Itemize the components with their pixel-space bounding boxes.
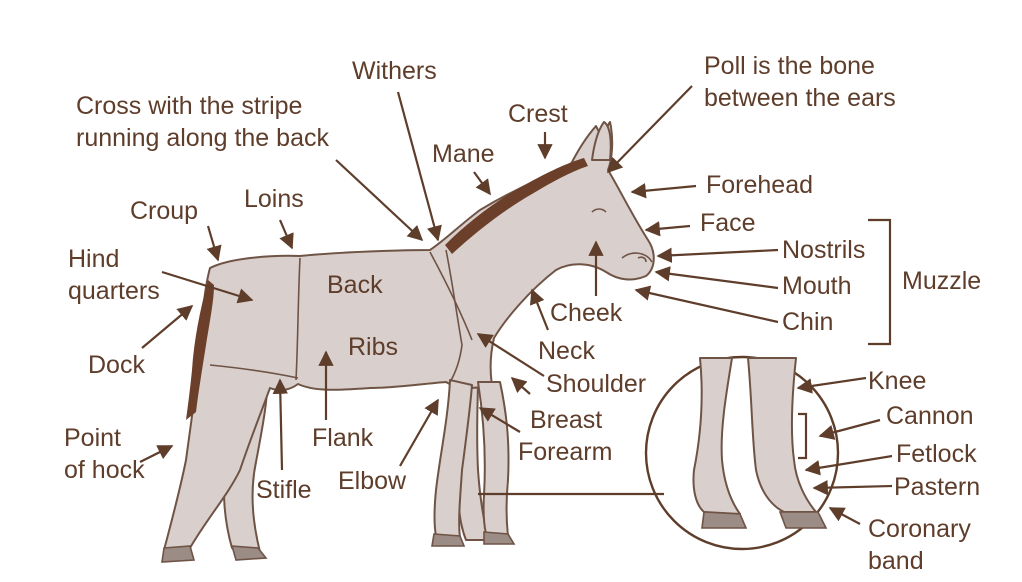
- label-cheek: Cheek: [550, 299, 623, 327]
- label-chin: Chin: [782, 308, 833, 336]
- knee-line: [796, 376, 867, 394]
- label-forehead: Forehead: [706, 171, 813, 199]
- elbow-line: [399, 398, 439, 467]
- nostril: [637, 256, 647, 263]
- inset-hoof-left: [701, 511, 748, 529]
- label-coronary-line2: band: [868, 547, 924, 575]
- label-back: Back: [327, 271, 383, 299]
- chin-line: [634, 285, 779, 324]
- breast-line: [510, 376, 531, 395]
- label-flank: Flank: [312, 424, 374, 452]
- leg-inset: [478, 355, 840, 551]
- hoof-2: [230, 545, 268, 561]
- label-poll-line1: Poll is the bone: [704, 52, 875, 80]
- label-withers: Withers: [352, 57, 437, 85]
- muzzle-line: [621, 252, 653, 263]
- poll-line: [606, 85, 693, 174]
- label-muzzle: Muzzle: [902, 267, 981, 295]
- neck-line: [529, 288, 550, 331]
- nostrils-line: [656, 247, 779, 263]
- stripe: [445, 249, 463, 383]
- label-neck: Neck: [538, 337, 595, 365]
- label-elbow: Elbow: [338, 467, 407, 495]
- shoulder-seam: [429, 251, 473, 341]
- cannon-bracket: [798, 412, 808, 460]
- stifle-line: [272, 378, 289, 471]
- label-crest: Crest: [508, 100, 568, 128]
- label-pastern: Pastern: [894, 473, 980, 501]
- label-coronary-line1: Coronary: [868, 515, 971, 543]
- hoof-1: [161, 545, 196, 563]
- label-knee: Knee: [868, 367, 926, 395]
- label-breast: Breast: [530, 406, 602, 434]
- label-ribs: Ribs: [348, 333, 398, 361]
- leader-lines: [139, 85, 893, 525]
- withers-line: [396, 91, 442, 242]
- forearm-line: [478, 407, 521, 433]
- label-point-line2: of hock: [64, 456, 145, 484]
- ear: [591, 121, 612, 161]
- cross-line: [335, 159, 424, 242]
- back-seam: [295, 257, 301, 381]
- hindquarters-line: [161, 270, 254, 304]
- label-fetlock: Fetlock: [896, 440, 977, 468]
- label-shoulder: Shoulder: [546, 370, 646, 398]
- label-croup: Croup: [130, 197, 198, 225]
- tail: [186, 280, 214, 420]
- hoof-4: [483, 531, 516, 545]
- label-hind-line2: quarters: [68, 277, 160, 305]
- fetlock-line: [804, 454, 893, 476]
- label-cross-line1: Cross with the stripe: [76, 92, 302, 120]
- label-face: Face: [700, 209, 756, 237]
- mane-fill: [445, 158, 588, 254]
- label-stifle: Stifle: [256, 476, 312, 504]
- coronary-line: [828, 507, 861, 525]
- belly-seam: [209, 364, 299, 379]
- label-dock: Dock: [88, 351, 145, 379]
- label-poll-line2: between the ears: [704, 84, 896, 112]
- label-nostrils: Nostrils: [782, 236, 865, 264]
- dock-line: [141, 305, 194, 349]
- mane-line: [473, 171, 491, 196]
- eye: [591, 208, 607, 213]
- inset-hoof-right: [778, 511, 828, 529]
- label-cross-line2: running along the back: [76, 124, 329, 152]
- label-hind-line1: Hind: [68, 245, 119, 273]
- labels: Withers Poll is the bone between the ear…: [64, 52, 981, 575]
- label-mane: Mane: [432, 140, 495, 168]
- pastern-line: [812, 479, 893, 496]
- label-forearm: Forearm: [518, 438, 612, 466]
- hock-line: [139, 445, 174, 463]
- donkey-illustration: [161, 121, 655, 563]
- cannon-line: [818, 418, 881, 440]
- label-cannon: Cannon: [886, 402, 974, 430]
- mouth-line: [654, 266, 779, 290]
- loins-line: [278, 219, 294, 250]
- shoulder-line: [476, 333, 545, 377]
- face-line: [644, 221, 691, 237]
- donkey-body: [163, 121, 655, 551]
- forehead-line: [630, 183, 697, 199]
- label-loins: Loins: [244, 185, 304, 213]
- label-mouth: Mouth: [782, 272, 851, 300]
- hoof-3: [431, 533, 466, 547]
- muzzle-bracket: [868, 218, 892, 346]
- croup-line: [206, 225, 222, 262]
- label-point-line1: Point: [64, 424, 121, 452]
